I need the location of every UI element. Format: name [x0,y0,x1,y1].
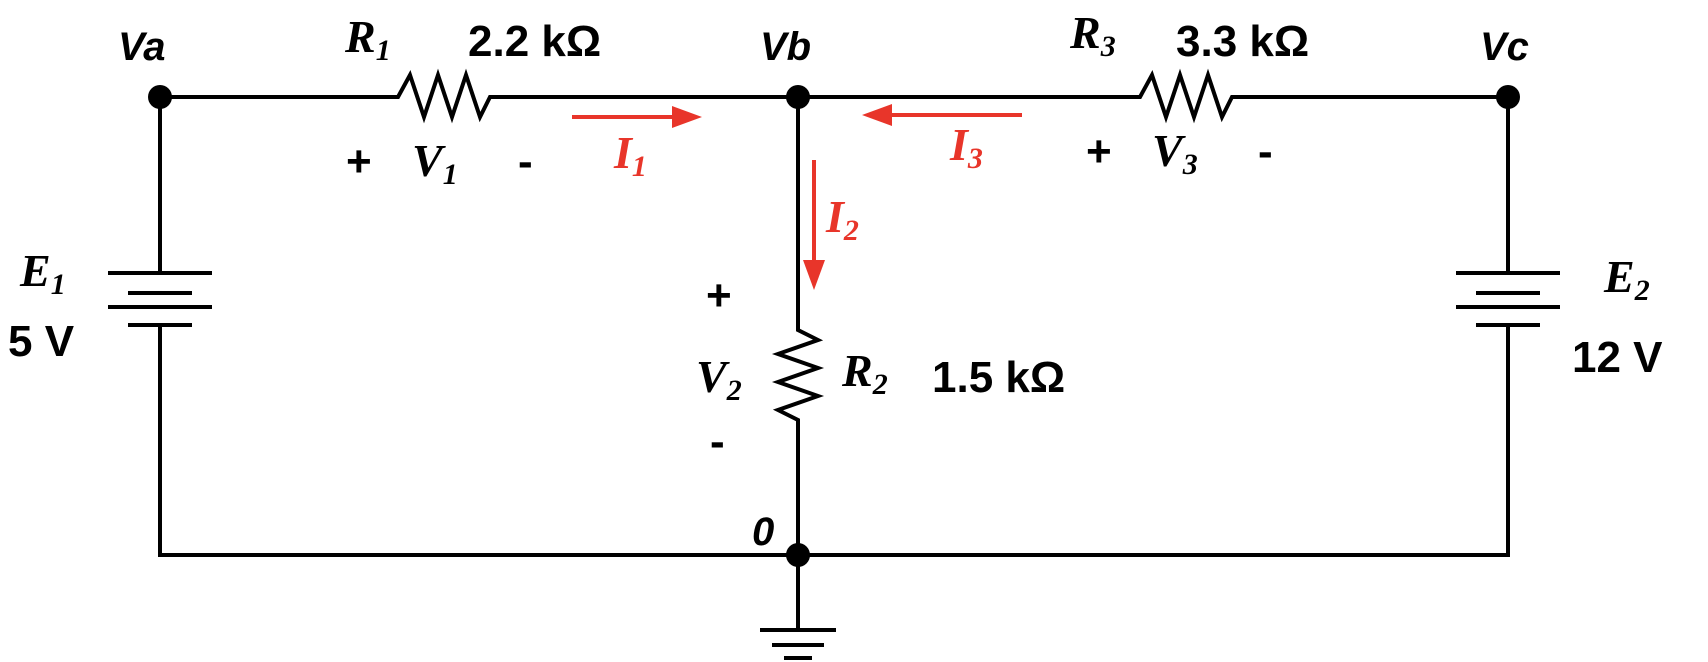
e1-label: E1 [19,245,66,301]
resistor-r2 [771,322,825,425]
r3-value: 3.3 kΩ [1176,17,1309,66]
e2-value: 12 V [1572,333,1663,382]
v2-label: V2 [696,351,742,407]
i3-label: I3 [949,119,983,175]
current-i2-arrowhead [803,260,825,290]
node-va-label: Va [118,25,165,69]
v3-plus: + [1086,127,1112,176]
v1-label: V1 [412,135,458,191]
node-ground-dot [786,543,810,567]
e2-label: E2 [1603,251,1650,307]
r1-label: R1 [344,11,391,67]
node-va-dot [148,85,172,109]
r2-label: R2 [841,345,888,401]
v1-plus: + [346,137,372,186]
v1-minus: - [518,137,533,186]
node-vc-dot [1496,85,1520,109]
r1-value: 2.2 kΩ [468,17,601,66]
e1-value: 5 V [8,317,75,366]
node-vb-label: Vb [760,25,811,69]
i1-label: I1 [613,127,647,183]
v2-plus: + [706,271,732,320]
resistor-r1 [388,68,500,124]
v2-minus: - [710,417,725,466]
r2-value: 1.5 kΩ [932,353,1065,402]
node-ground-label: 0 [752,510,774,554]
v3-minus: - [1258,127,1273,176]
i2-label: I2 [825,191,859,247]
r3-label: R3 [1069,7,1116,63]
v3-label: V3 [1152,125,1198,181]
resistor-r3 [1130,68,1240,124]
current-i3-arrowhead [862,104,892,126]
current-i1-arrowhead [672,106,702,128]
node-vc-label: Vc [1480,25,1529,69]
node-vb-dot [786,85,810,109]
